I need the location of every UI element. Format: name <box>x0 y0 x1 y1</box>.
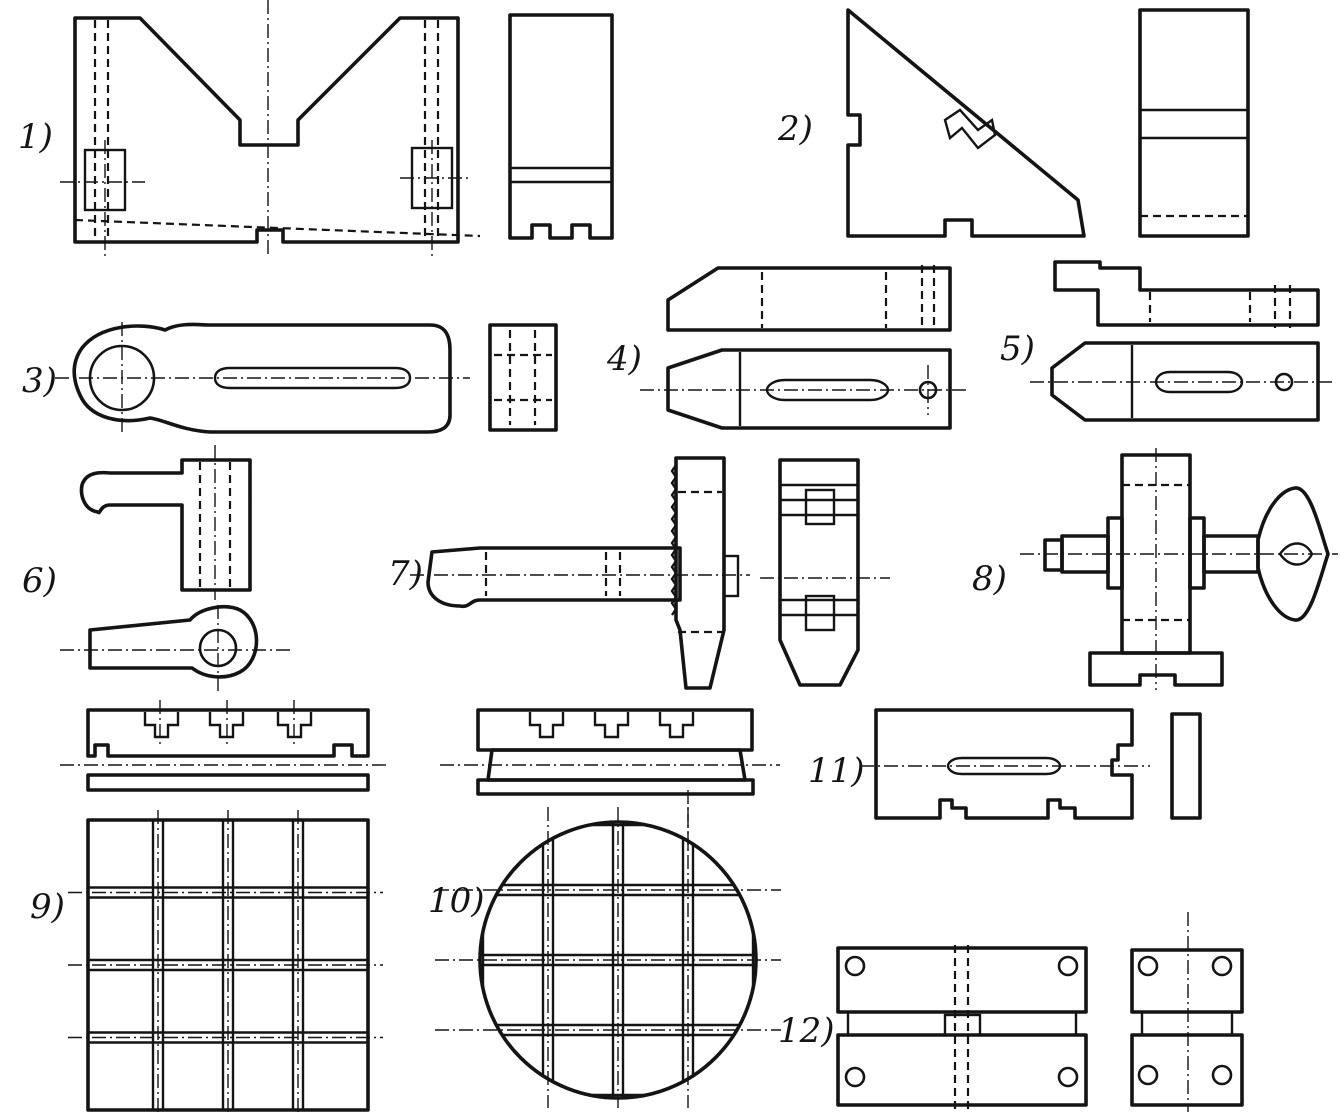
fig-7-serrated-clamp <box>410 456 890 690</box>
fig-2-label: 2) <box>777 109 813 149</box>
fig-4-label: 4) <box>606 339 642 379</box>
fig-11-label: 11) <box>808 751 865 791</box>
fig-1-label: 1) <box>18 117 53 157</box>
fig-9-square-t-slot-table <box>60 700 390 1115</box>
fig-6-label: 6) <box>22 561 57 601</box>
fig-5-step-clamp <box>1030 260 1335 422</box>
fig-1-v-block <box>60 0 614 258</box>
fig-12-label: 12) <box>778 1011 835 1051</box>
fig-11-slotted-plate <box>860 708 1202 820</box>
fig-3-label: 3) <box>22 361 57 401</box>
fig-10-round-t-slot-table <box>435 708 781 1108</box>
fig-3-swing-clamp <box>55 322 558 435</box>
fig-5-label: 5) <box>1000 329 1035 369</box>
fig-8-label: 8) <box>972 559 1007 599</box>
fig-8-screw-clamp <box>1020 448 1338 690</box>
fig-2-angle-block <box>846 8 1250 238</box>
fig-12-parallel-blocks <box>836 912 1244 1112</box>
fig-9-label: 9) <box>30 887 65 927</box>
fig-4-strap-clamp <box>640 265 970 430</box>
fig-10-label: 10) <box>428 881 485 921</box>
fig-7-label: 7) <box>388 554 423 594</box>
fig-6-hook-clamp <box>60 445 290 695</box>
